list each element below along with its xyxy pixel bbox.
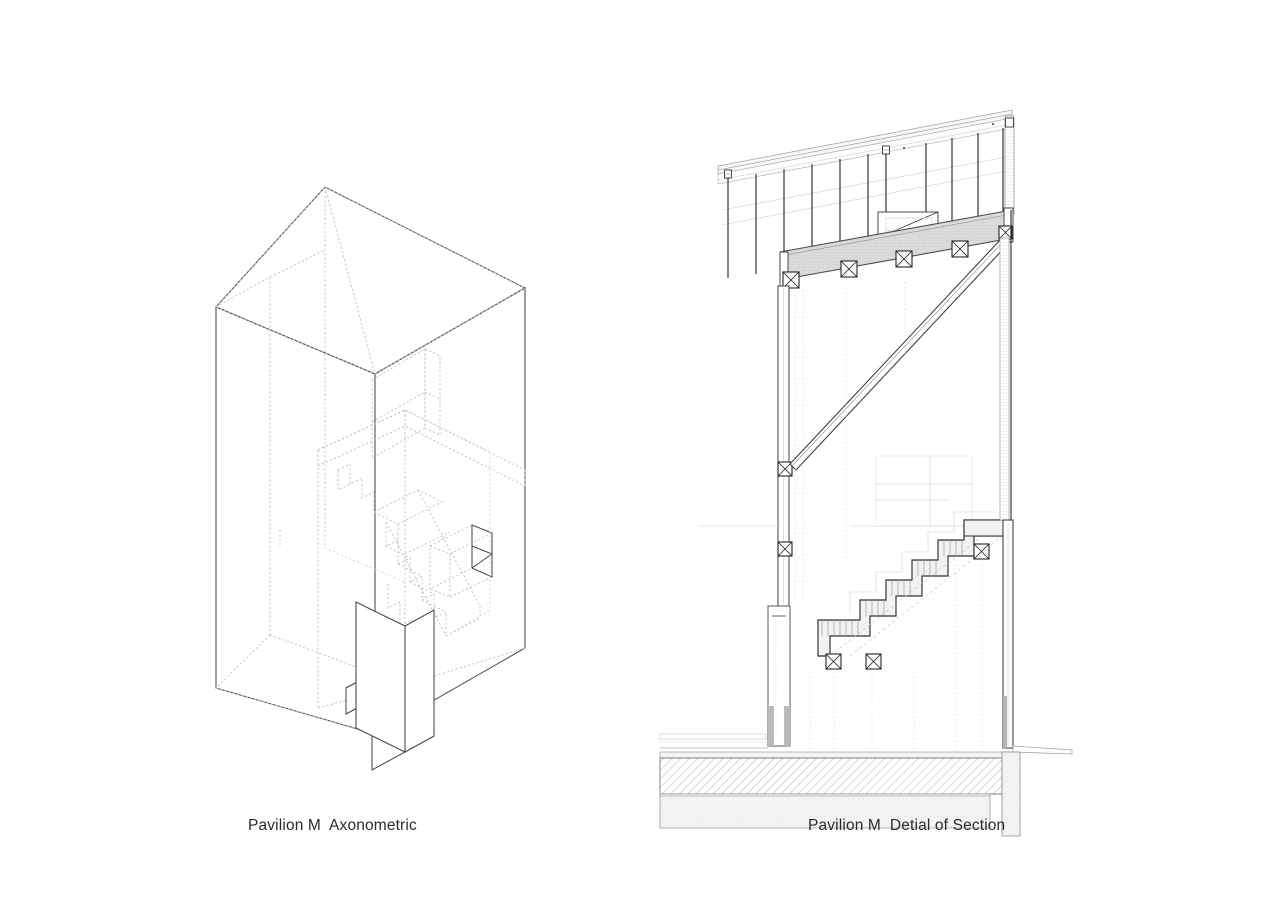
section-detail-figure: .S { fill:none; stroke:#303030; stroke-w… xyxy=(659,60,1120,840)
beam-section xyxy=(840,260,858,278)
sub-base xyxy=(659,793,991,829)
caption-section: Pavilion M Detial of Section xyxy=(808,817,1006,834)
caption-axonometric: Pavilion M Axonometric xyxy=(248,817,417,834)
beam-section xyxy=(777,461,793,477)
lower-service-lines xyxy=(809,560,983,752)
beam-section xyxy=(777,541,793,557)
stair-flight xyxy=(817,511,1007,670)
beam-section xyxy=(825,653,842,670)
axonometric-svg: .s { fill:none; stroke:#4a4a4a; stroke-w… xyxy=(215,186,527,771)
stair-profile xyxy=(817,519,1001,657)
ground-line xyxy=(659,733,768,749)
steel-beam-sections xyxy=(782,225,1013,289)
beam-section xyxy=(782,271,800,289)
section-svg: .S { fill:none; stroke:#303030; stroke-w… xyxy=(659,109,1073,837)
ground-floor-wall xyxy=(355,601,406,753)
stair-ghost-outline xyxy=(849,511,996,612)
sloped-roof-beam xyxy=(717,109,1013,226)
window-panel xyxy=(371,348,441,459)
left-wall xyxy=(767,285,804,747)
volume-hidden-edges xyxy=(215,186,526,735)
beam-section xyxy=(973,543,990,560)
right-curtain-wall xyxy=(999,210,1073,755)
mezzanine-slab xyxy=(279,409,526,555)
axonometric-figure: .s { fill:none; stroke:#4a4a4a; stroke-w… xyxy=(150,140,610,840)
protruding-box xyxy=(429,524,493,598)
beam-section xyxy=(998,225,1013,240)
projection-lines xyxy=(324,409,491,637)
beam-section xyxy=(865,653,882,670)
interior-stair xyxy=(337,463,481,662)
concrete-foundation-slab xyxy=(659,751,1021,837)
beam-section xyxy=(951,240,969,258)
construction-lines xyxy=(700,282,990,560)
beam-section xyxy=(895,250,913,268)
